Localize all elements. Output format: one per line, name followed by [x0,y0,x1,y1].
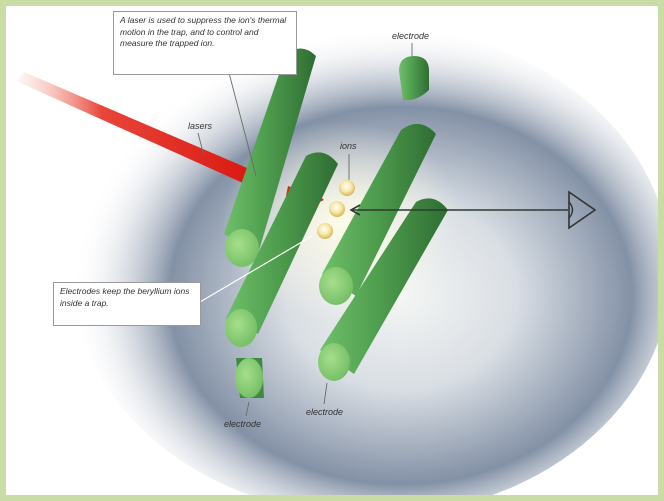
label-electrode-bottom-right: electrode [306,407,343,417]
ion-1 [339,180,355,196]
laser-note-callout: A laser is used to suppress the ion's th… [113,11,297,75]
ion-2 [329,201,345,217]
label-lasers: lasers [188,121,212,131]
ion-3 [317,223,333,239]
ion-trap-diagram [6,6,658,495]
label-electrode-top: electrode [392,31,429,41]
electrode-rod-right-back-cap [319,267,353,305]
label-electrode-bottom-left: electrode [224,419,261,429]
electrodes-note-callout: Electrodes keep the beryllium ions insid… [53,282,201,326]
electrode-top [399,56,429,100]
electrode-rod-right-front-cap [318,343,350,381]
electrode-rod-left-back-cap [225,229,259,267]
label-ions: ions [340,141,357,151]
electrode-rod-left-front-cap [225,309,257,347]
electrode-bottom-left-cap [235,358,263,398]
